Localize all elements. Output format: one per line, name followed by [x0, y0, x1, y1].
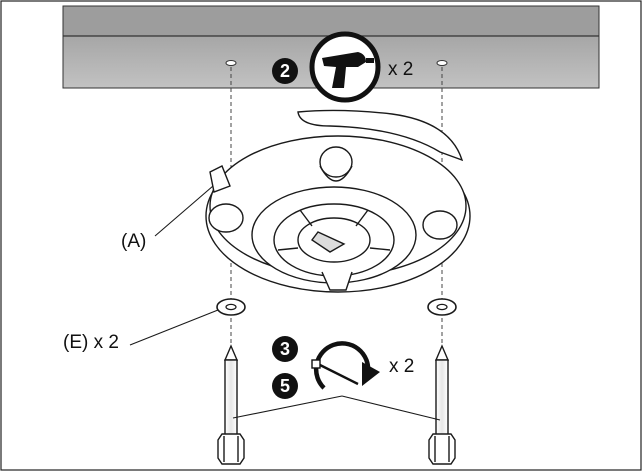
ceiling-plate-label: (A) — [121, 231, 147, 252]
step-badge-tighten-first: 3 — [272, 336, 298, 362]
washer-right — [427, 298, 457, 316]
drill-quantity-label: x 2 — [388, 59, 414, 80]
bolt-left — [217, 344, 245, 465]
leader-lines — [129, 185, 441, 421]
washer-label: (E) x 2 — [63, 332, 119, 353]
bolt-right — [428, 344, 456, 465]
wrench-rotate-icon — [311, 341, 380, 390]
ceiling-beam — [62, 5, 600, 89]
step-badge-drill: 2 — [272, 58, 298, 84]
wrench-quantity-label: x 2 — [389, 356, 415, 377]
power-drill-icon — [309, 31, 381, 103]
screw-hole-left — [225, 60, 237, 66]
alignment-guides — [230, 67, 443, 345]
step-badge-tighten-second: 5 — [272, 373, 298, 399]
washer-left — [216, 298, 246, 316]
screw-hole-right — [436, 60, 448, 66]
ceiling-plate — [205, 109, 471, 293]
